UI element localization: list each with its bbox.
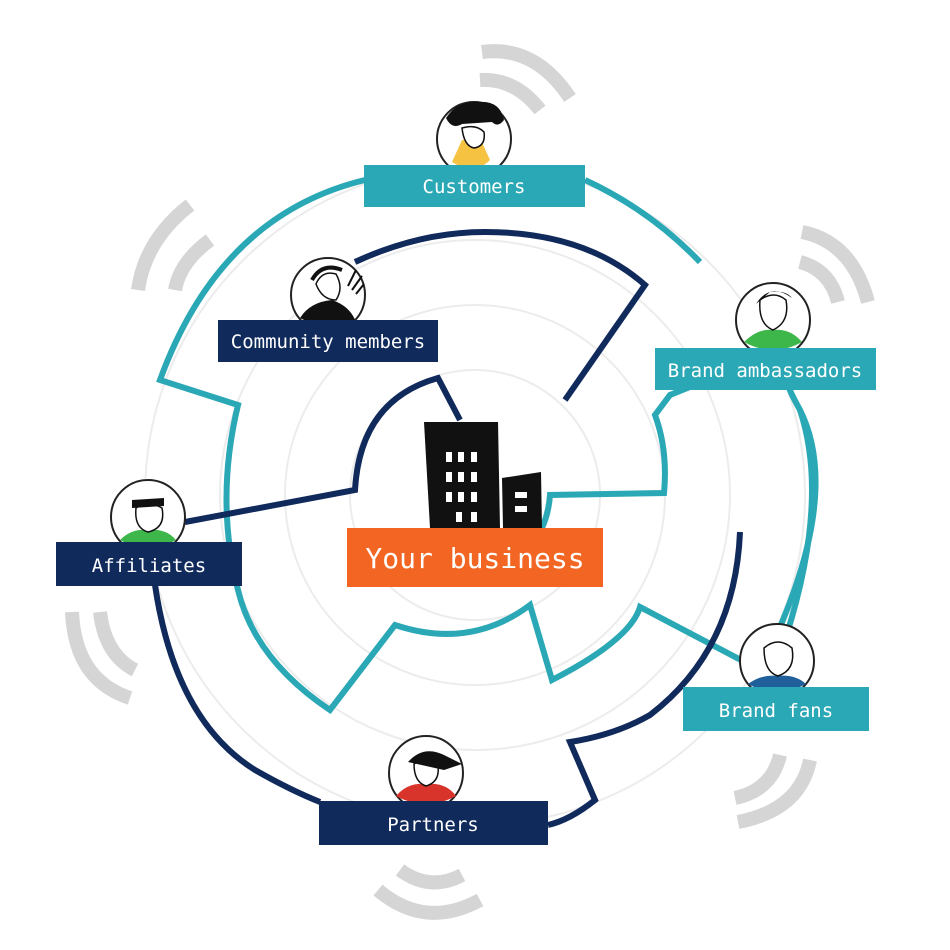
teal-connection-path [156,177,819,715]
signal-wave-icon [479,44,576,115]
node-brand-ambassadors: Brand ambassadors [655,282,876,390]
guide-ring-2 [219,239,731,751]
building-icon [424,422,542,528]
signal-wave-icon [797,225,875,304]
center-label-text: Your business [365,542,584,575]
node-label-community-members: Community members [231,331,425,353]
node-label-affiliates: Affiliates [92,555,206,577]
node-label-customers: Customers [423,176,526,198]
navy-connection-path [353,228,649,402]
signal-wave-icon [131,199,215,292]
teal-connection-right [782,409,815,641]
node-customers: Customers [364,101,585,207]
node-partners: Partners [319,735,548,845]
node-brand-fans: Brand fans [683,623,869,731]
node-label-brand-ambassadors: Brand ambassadors [668,360,862,382]
signal-wave-icon [65,611,139,705]
navy-connection-left [152,584,322,805]
signal-waves [65,44,875,920]
node-label-partners: Partners [387,814,479,836]
navy-connection-lower [547,531,743,828]
teal-connection-top [583,177,703,265]
center-label: Your business [347,528,603,587]
node-community-members: Community members [218,257,438,362]
navy-connection-inner [184,374,463,525]
signal-wave-icon [373,864,484,920]
node-affiliates: Affiliates [56,479,242,586]
signal-wave-icon [733,753,817,829]
node-label-brand-fans: Brand fans [719,700,833,722]
